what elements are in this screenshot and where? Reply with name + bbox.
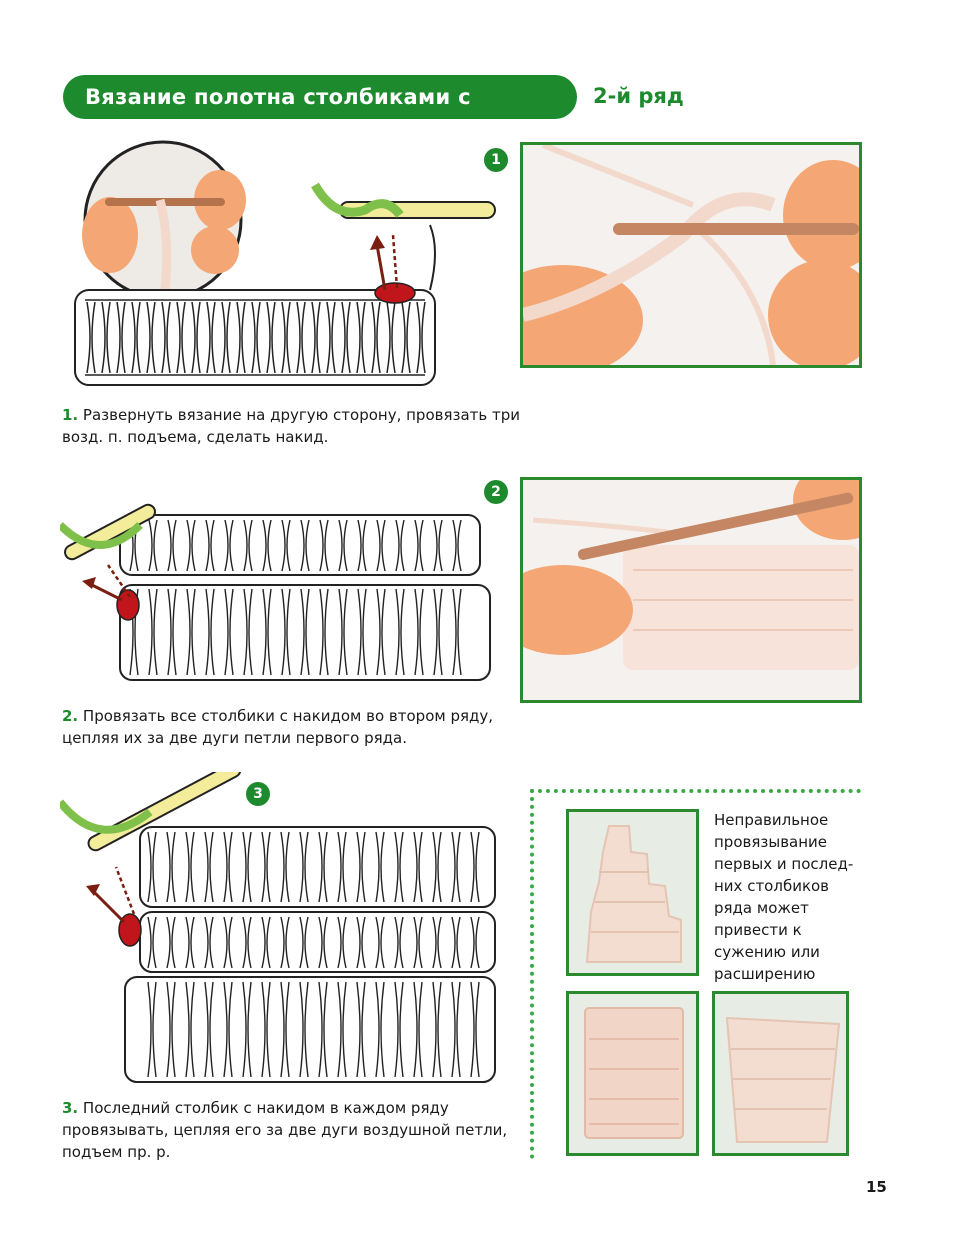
step3-caption: 3. Последний столбик с накидом в каждом … bbox=[62, 1097, 512, 1163]
side-note: Неправильное провязывание первых и после… bbox=[714, 811, 854, 1005]
page-number: 15 bbox=[866, 1178, 887, 1196]
step3-number: 3. bbox=[62, 1099, 79, 1117]
swatch-correct-photo bbox=[566, 991, 699, 1156]
step1-text: Развернуть вязание на другую сторону, пр… bbox=[62, 406, 521, 446]
step2-text: Провязать все столбики с накидом во втор… bbox=[62, 707, 494, 747]
section-banner: Вязание полотна столбиками с накидом bbox=[63, 75, 577, 153]
step1-caption: 1. Развернуть вязание на другую сторону,… bbox=[62, 404, 552, 448]
step1-diagram bbox=[65, 140, 505, 400]
step2-caption: 2. Провязать все столбики с накидом во в… bbox=[62, 705, 522, 749]
step3-badge: 3 bbox=[246, 782, 270, 806]
incorrect-examples-panel bbox=[530, 789, 861, 1159]
step2-badge: 2 bbox=[484, 480, 508, 504]
step1-number: 1. bbox=[62, 406, 79, 424]
step2-diagram bbox=[60, 485, 500, 695]
swatch-widened-photo bbox=[712, 991, 849, 1156]
swatch-tapered-photo bbox=[566, 809, 699, 976]
step2-number: 2. bbox=[62, 707, 79, 725]
step1-photo bbox=[520, 142, 862, 368]
step3-text: Последний столбик с накидом в каждом ряд… bbox=[62, 1099, 508, 1161]
step3-diagram bbox=[60, 772, 500, 1092]
row-title: 2-й ряд bbox=[593, 84, 684, 108]
step1-badge: 1 bbox=[484, 148, 508, 172]
step2-photo bbox=[520, 477, 862, 703]
